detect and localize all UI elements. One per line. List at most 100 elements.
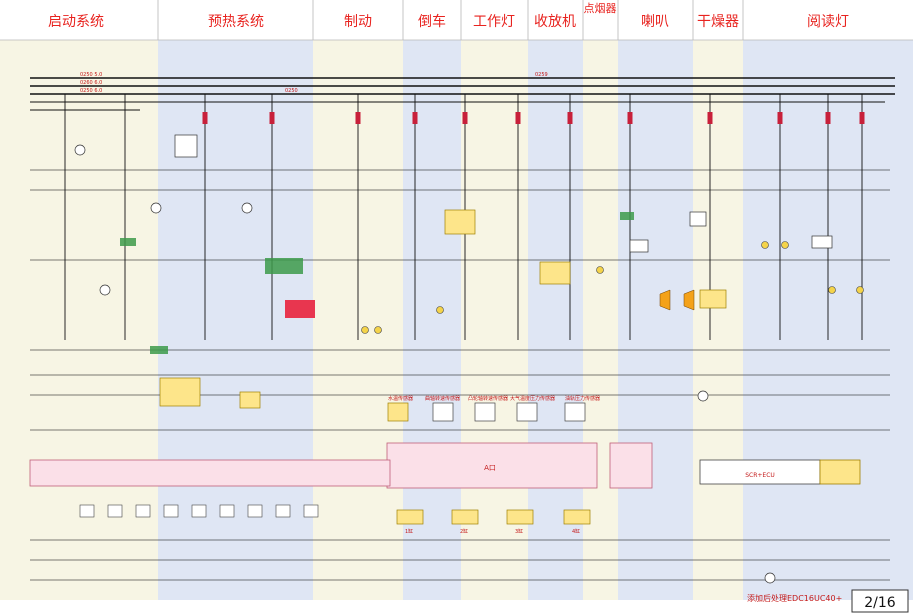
diagram-body [30,94,890,584]
connector-icon [697,390,709,402]
fusebox-icon [689,211,707,227]
section-title-horn: 喇叭 [641,14,669,30]
relay-icon [444,209,476,235]
ecu-label: A口 [484,464,496,472]
injector-2 [451,509,479,525]
lamp-icon [436,306,444,314]
band-dryer [693,40,743,600]
page-number: 2/16 [864,595,896,611]
relay-icon [539,261,571,285]
fuse-icon [707,112,713,124]
fuse-icon [777,112,783,124]
switch-icon [135,504,151,518]
module-icon [120,238,136,246]
sensor-rail [564,402,586,422]
sensor-crank [432,402,454,422]
fuse-icon [202,112,208,124]
module-icon [620,212,634,220]
sensor-label: 曲轴转速传感器 [425,395,460,402]
switch-icon [107,504,123,518]
wire-label: 0250 6.0 [80,88,102,94]
switch-icon [191,504,207,518]
injector-label: 4缸 [572,528,580,535]
connector-icon [150,202,162,214]
injector-label: 2缸 [460,528,468,535]
scr-ecu: SCR+ECU [699,459,861,485]
section-title-start: 启动系统 [48,14,104,30]
band-start [0,40,158,600]
fusebox-icon [629,239,649,253]
band-worklight [461,40,528,600]
switch-icon [79,504,95,518]
section-title-preheat: 预热系统 [208,14,264,30]
preheater-icon [285,300,315,318]
switch-icon [275,504,291,518]
sensor-label: 油轨压力传感器 [565,395,600,402]
fusebox-icon [174,134,198,158]
scr-ecu-label: SCR+ECU [745,472,775,479]
lamp-icon [374,326,382,334]
band-lighter [583,40,618,600]
injector-3 [506,509,534,525]
connector-icon [74,144,86,156]
injector-4 [563,509,591,525]
injector-label: 1缸 [405,528,413,535]
connector-icon [241,202,253,214]
fusebox-icon [811,235,833,249]
lamp-icon [781,241,789,249]
section-title-lighter: 点烟器 [584,1,617,15]
ecu-module-a: A口 [386,442,653,489]
scr-ecu-side [819,459,861,485]
relay-icon [159,377,201,407]
sensor-cam [474,402,496,422]
switch-icon [163,504,179,518]
switch-icon [219,504,235,518]
injector-1 [396,509,424,525]
injector-row: 1缸 2缸 3缸 4缸 [396,509,591,535]
lamp-icon [761,241,769,249]
fuse-icon [412,112,418,124]
fuse-icon [269,112,275,124]
sensor-water-temp [387,402,409,422]
fuse-icon [859,112,865,124]
section-title-worklight: 工作灯 [473,14,515,30]
section-title-reverse: 倒车 [418,13,446,30]
lamp-icon [361,326,369,334]
band-radio [528,40,583,600]
power-bus: 0250 5.0 0260 6.0 0250 6.0 0250 0259 [30,72,895,111]
fuse-icon [515,112,521,124]
section-title-radio: 收放机 [534,14,576,30]
footer: 添加后处理EDC16UC40+ 2/16 [747,589,909,613]
sensor-label: 大气温度压力传感器 [510,395,555,402]
section-header: 启动系统 预热系统 制动 倒车 工作灯 收放机 点烟器 喇叭 干燥器 阅读灯 [0,0,913,41]
aftertreatment-note: 添加后处理EDC16UC40+ [747,593,842,603]
connector-icon [764,572,776,584]
lamp-icon [596,266,604,274]
band-horn [618,40,693,600]
lamp-icon [856,286,864,294]
sensor-row: 水温传感器 曲轴转速传感器 凸轮轴转速传感器 大气温度压力传感器 油轨压力传感器 [387,395,600,422]
horn-icon [659,289,671,311]
wire-label: 0259 [535,72,548,78]
lamp-icon [828,286,836,294]
connector-icon [99,284,111,296]
main-connector-strip [29,459,391,487]
section-title-brake: 制动 [344,14,372,30]
wire-label: 0250 [285,88,298,94]
switch-icon [247,504,263,518]
relay-icon [239,391,261,409]
fuse-icon [462,112,468,124]
page-number-box [851,589,909,613]
fuse-icon [627,112,633,124]
injector-label: 3缸 [515,528,523,535]
module-icon [150,346,168,354]
section-bands [0,40,913,600]
sensor-label: 水温传感器 [388,395,413,402]
fuse-icon [825,112,831,124]
sensor-ambient [516,402,538,422]
section-title-dryer: 干燥器 [697,14,739,30]
section-title-reading: 阅读灯 [807,13,849,30]
wire-label: 0250 5.0 [80,72,102,78]
